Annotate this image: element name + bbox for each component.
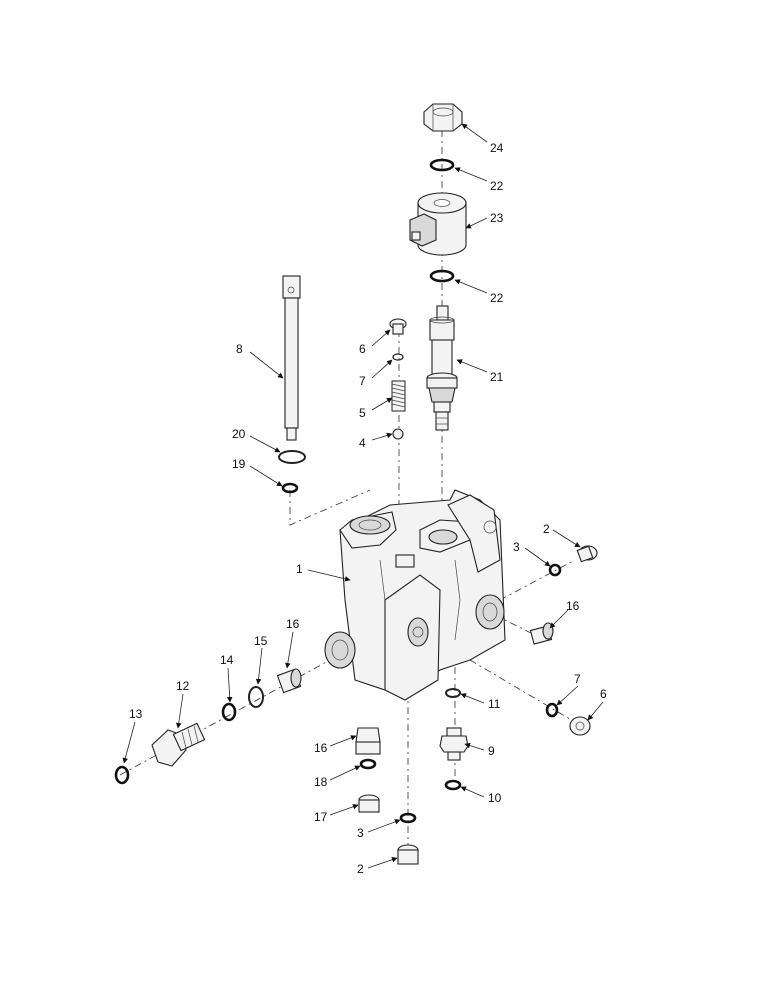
callout-16-left: 16 <box>286 617 300 631</box>
plug-right-lower[interactable] <box>569 716 591 736</box>
leader-lines <box>122 123 604 869</box>
callout-3-bottom: 3 <box>357 826 364 840</box>
o-ring-far-left[interactable] <box>114 765 130 785</box>
adapter-fitting[interactable] <box>151 722 206 767</box>
plug-right-upper[interactable] <box>576 545 598 563</box>
callout-22-upper: 22 <box>490 179 504 193</box>
callout-24: 24 <box>490 141 504 155</box>
spool-plunger[interactable] <box>282 275 301 441</box>
callout-13: 13 <box>129 707 143 721</box>
solenoid-cartridge-valve[interactable] <box>426 305 458 431</box>
callout-6-right: 6 <box>600 687 607 701</box>
callout-14: 14 <box>220 653 234 667</box>
plug-bottom-16[interactable] <box>355 727 381 755</box>
backup-ring-left[interactable] <box>248 686 264 708</box>
valve-body[interactable] <box>324 489 506 701</box>
plug-bottom-2[interactable] <box>397 844 419 865</box>
check-ball[interactable] <box>392 428 404 440</box>
solenoid-coil[interactable] <box>409 192 467 256</box>
callout-1: 1 <box>296 562 303 576</box>
callout-12: 12 <box>176 679 190 693</box>
callout-7-top: 7 <box>359 374 366 388</box>
spring[interactable] <box>391 380 406 412</box>
callout-2-right: 2 <box>543 522 550 536</box>
o-ring-right-upper[interactable] <box>548 563 562 577</box>
plug-left-16[interactable] <box>276 668 302 694</box>
callout-17: 17 <box>314 810 328 824</box>
o-ring-upper[interactable] <box>429 158 455 172</box>
plug-right-middle[interactable] <box>529 622 554 645</box>
callout-labels: 24 22 23 22 21 6 7 5 4 8 20 19 1 2 3 16 … <box>129 141 607 876</box>
o-ring-bottom-3[interactable] <box>399 812 417 824</box>
callout-6-top: 6 <box>359 342 366 356</box>
o-ring-lower[interactable] <box>429 269 455 283</box>
o-ring-bottom-11[interactable] <box>445 688 461 698</box>
callout-19: 19 <box>232 457 246 471</box>
callout-4: 4 <box>359 436 366 450</box>
backup-ring[interactable] <box>278 450 306 464</box>
callout-5: 5 <box>359 406 366 420</box>
callout-8: 8 <box>236 342 243 356</box>
callout-18: 18 <box>314 775 328 789</box>
callout-7-right: 7 <box>574 672 581 686</box>
o-ring-bottom-18[interactable] <box>359 758 377 770</box>
o-ring-small-top[interactable] <box>392 353 404 361</box>
callout-15: 15 <box>254 634 268 648</box>
callout-22-lower: 22 <box>490 291 504 305</box>
o-ring-right-lower[interactable] <box>545 702 559 718</box>
callout-3-right: 3 <box>513 540 520 554</box>
o-ring-spool[interactable] <box>281 482 299 494</box>
callout-23: 23 <box>490 211 504 225</box>
callout-16-right: 16 <box>566 599 580 613</box>
o-ring-left[interactable] <box>221 702 237 722</box>
callout-16-bottom: 16 <box>314 741 328 755</box>
callout-2-bottom: 2 <box>357 862 364 876</box>
fitting-9[interactable] <box>439 727 469 761</box>
callout-9: 9 <box>488 744 495 758</box>
plug-top[interactable] <box>389 318 407 335</box>
callout-21: 21 <box>490 370 504 384</box>
callout-20: 20 <box>232 427 246 441</box>
assembly-centerlines <box>119 130 581 860</box>
callout-11: 11 <box>488 697 501 711</box>
o-ring-bottom-10[interactable] <box>444 779 462 791</box>
callout-10: 10 <box>488 791 502 805</box>
plug-bottom-17[interactable] <box>358 794 380 813</box>
hex-nut[interactable] <box>423 103 463 132</box>
